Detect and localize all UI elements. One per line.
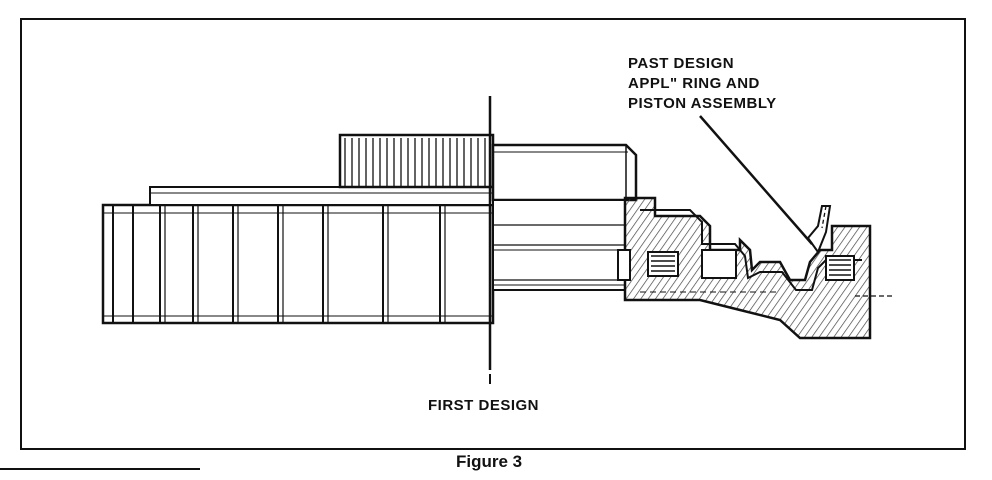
first-design-label: FIRST DESIGN <box>428 397 540 414</box>
cross-section <box>617 196 895 340</box>
past-design-label-line-1: PAST DESIGN <box>628 55 735 72</box>
page-rule-stub <box>0 468 200 470</box>
drum-body <box>101 203 495 325</box>
figure-caption: Figure 3 <box>456 452 523 471</box>
callout-leader-line <box>699 115 813 245</box>
past-design-label-line-2: APPL" RING AND <box>628 75 760 92</box>
splined-hub <box>338 133 495 189</box>
right-hub <box>491 143 638 291</box>
past-design-label-line-3: PISTON ASSEMBLY <box>628 95 777 112</box>
figure-frame <box>20 18 966 450</box>
drum-step <box>149 186 494 206</box>
